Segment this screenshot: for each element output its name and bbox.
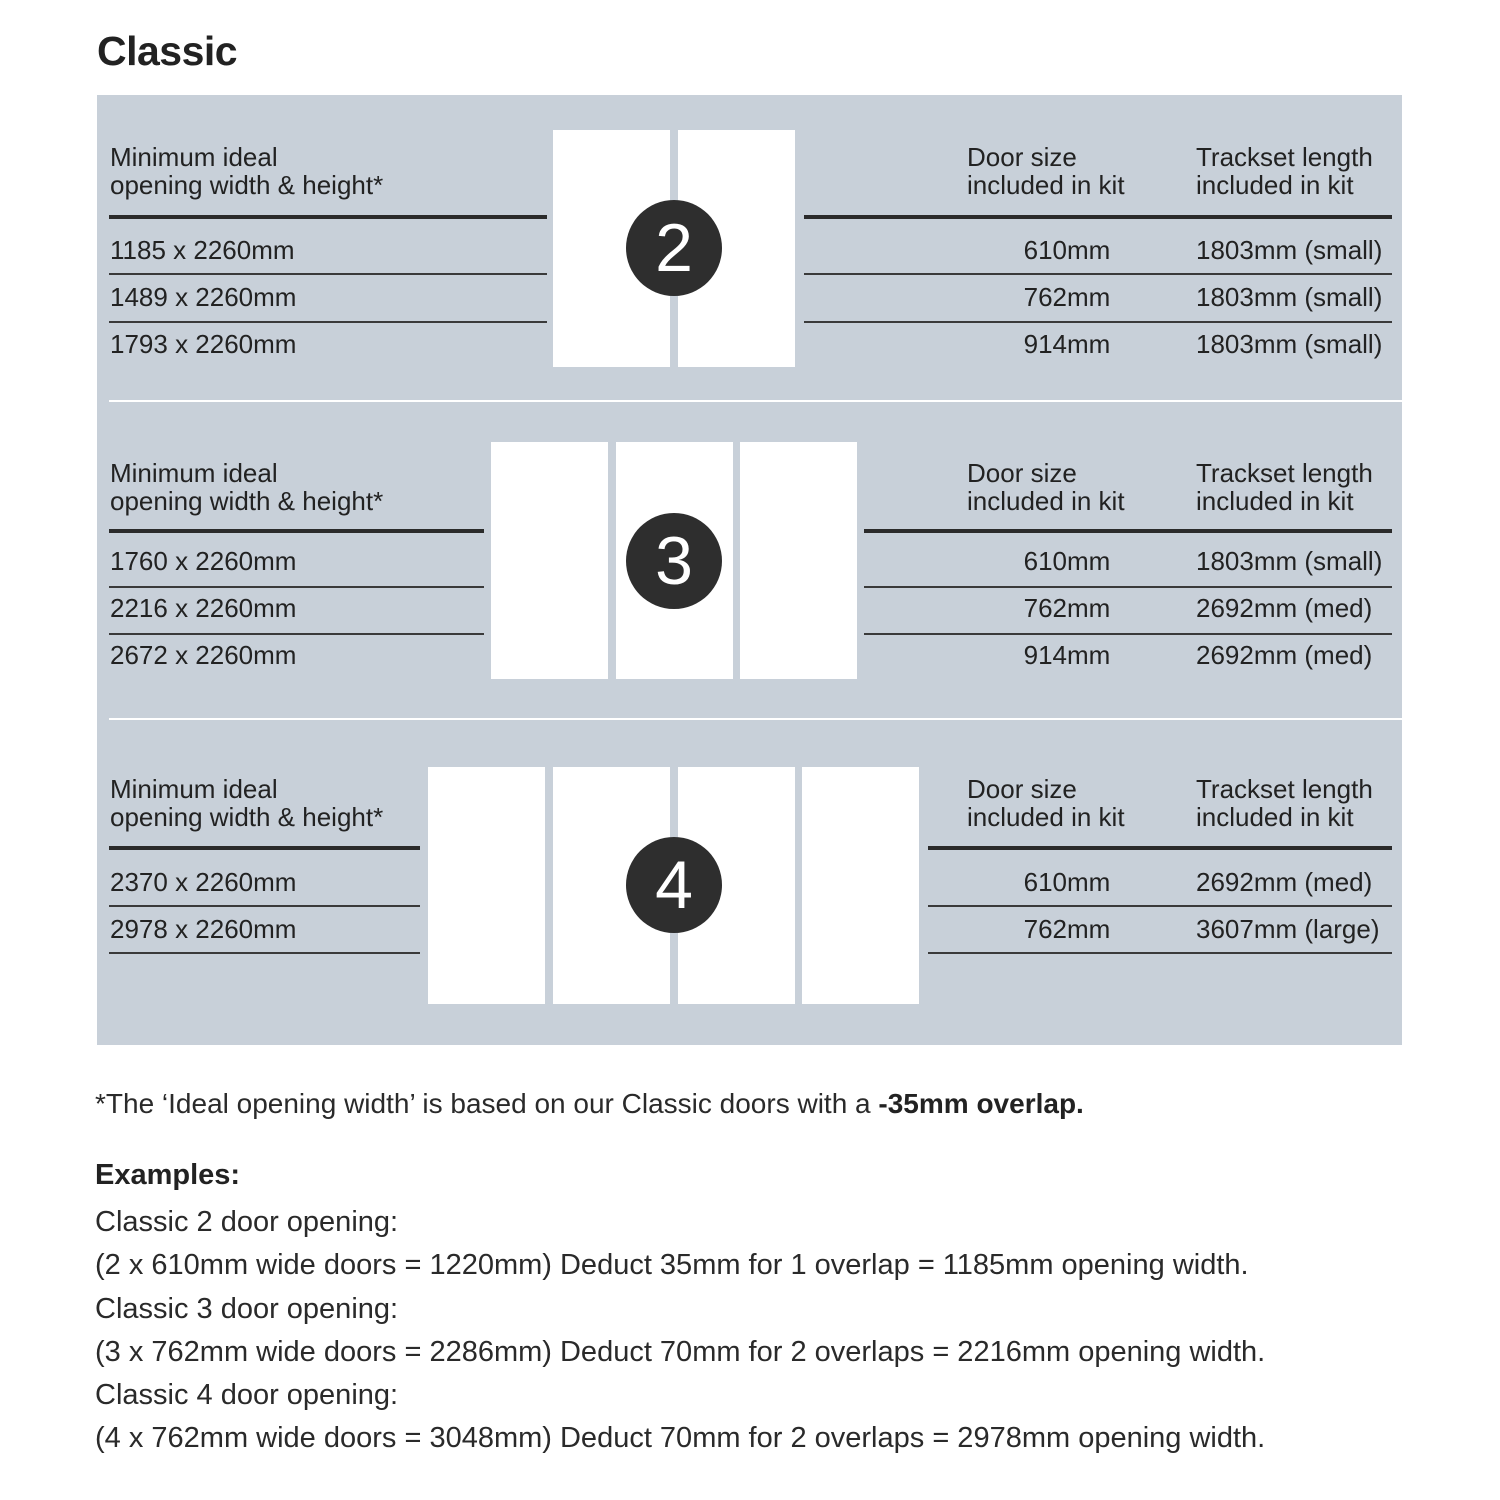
- opening-value: 1793 x 2260mm: [110, 329, 297, 359]
- example-line: (3 x 762mm wide doors = 2286mm) Deduct 7…: [95, 1335, 1266, 1368]
- size-table-panel: Minimum ideal opening width & height* 11…: [97, 95, 1402, 1045]
- example-line: Classic 3 door opening:: [95, 1292, 399, 1325]
- footnote: *The ‘Ideal opening width’ is based on o…: [95, 1088, 1084, 1119]
- row-rule: [804, 321, 1392, 323]
- section-divider: [109, 718, 1402, 720]
- row-rule: [109, 586, 484, 588]
- row-rule: [928, 905, 1392, 907]
- row-rule: [109, 633, 484, 635]
- page-title: Classic: [97, 28, 238, 74]
- trackset-value: 1803mm (small): [1196, 546, 1383, 576]
- door-size-value: 914mm: [1023, 640, 1111, 670]
- header-rule: [928, 846, 1392, 850]
- trackset-header: Trackset length included in kit: [1196, 458, 1373, 516]
- footnote-emphasis: -35mm overlap.: [878, 1088, 1084, 1119]
- header-rule: [804, 215, 1392, 219]
- trackset-value: 3607mm (large): [1196, 914, 1380, 944]
- example-line: Classic 2 door opening:: [95, 1206, 399, 1238]
- row-rule: [109, 273, 547, 275]
- trackset-value: 1803mm (small): [1196, 329, 1383, 359]
- door-count-badge: 4: [626, 837, 722, 933]
- row-rule: [928, 952, 1392, 954]
- trackset-header: Trackset length included in kit: [1196, 142, 1373, 200]
- opening-header: Minimum ideal opening width & height*: [110, 458, 384, 516]
- trackset-value: 1803mm (small): [1196, 282, 1383, 312]
- section-3-door: Minimum ideal opening width & height* 17…: [97, 402, 1402, 718]
- trackset-value: 2692mm (med): [1196, 593, 1373, 623]
- door-size-header: Door size included in kit: [967, 774, 1125, 832]
- row-rule: [864, 633, 1392, 635]
- opening-value: 2672 x 2260mm: [110, 640, 297, 670]
- door-size-value: 762mm: [1023, 914, 1111, 944]
- section-4-door: Minimum ideal opening width & height* 23…: [97, 720, 1402, 1045]
- door-count-badge: 2: [626, 200, 722, 296]
- opening-header: Minimum ideal opening width & height*: [110, 142, 384, 200]
- section-2-door: Minimum ideal opening width & height* 11…: [97, 95, 1402, 401]
- opening-value: 1489 x 2260mm: [110, 282, 297, 312]
- opening-value: 2216 x 2260mm: [110, 593, 297, 623]
- trackset-value: 2692mm (med): [1196, 867, 1373, 897]
- header-rule: [109, 529, 484, 533]
- trackset-value: 2692mm (med): [1196, 640, 1373, 670]
- examples-heading: Examples:: [95, 1159, 241, 1191]
- door-panel: [802, 767, 919, 1004]
- opening-value: 1760 x 2260mm: [110, 546, 297, 576]
- header-rule: [109, 215, 547, 219]
- door-size-header: Door size included in kit: [967, 458, 1125, 516]
- door-panel: [428, 767, 545, 1004]
- example-line: Classic 4 door opening:: [95, 1379, 399, 1412]
- example-line: (4 x 762mm wide doors = 3048mm) Deduct 7…: [95, 1422, 1266, 1455]
- section-divider: [109, 400, 1402, 402]
- header-rule: [864, 529, 1392, 533]
- row-rule: [109, 321, 547, 323]
- door-size-value: 914mm: [1023, 329, 1111, 359]
- trackset-value: 1803mm (small): [1196, 235, 1383, 265]
- example-line: (2 x 610mm wide doors = 1220mm) Deduct 3…: [95, 1249, 1249, 1282]
- door-size-value: 762mm: [1023, 593, 1111, 623]
- door-count-badge: 3: [626, 513, 722, 609]
- row-rule: [109, 905, 420, 907]
- row-rule: [864, 586, 1392, 588]
- opening-value: 2978 x 2260mm: [110, 914, 297, 944]
- opening-value: 2370 x 2260mm: [110, 867, 297, 897]
- door-panel: [740, 442, 857, 679]
- door-size-header: Door size included in kit: [967, 142, 1125, 200]
- door-size-value: 610mm: [1023, 546, 1111, 576]
- door-panel: [491, 442, 608, 679]
- door-size-value: 610mm: [1023, 235, 1111, 265]
- opening-value: 1185 x 2260mm: [110, 235, 295, 265]
- examples-block: Examples: Classic 2 door opening: (2 x 6…: [95, 1158, 1265, 1461]
- door-size-value: 762mm: [1023, 282, 1111, 312]
- door-size-value: 610mm: [1023, 867, 1111, 897]
- trackset-header: Trackset length included in kit: [1196, 774, 1373, 832]
- header-rule: [109, 846, 420, 850]
- opening-header: Minimum ideal opening width & height*: [110, 774, 384, 832]
- row-rule: [109, 952, 420, 954]
- row-rule: [804, 273, 1392, 275]
